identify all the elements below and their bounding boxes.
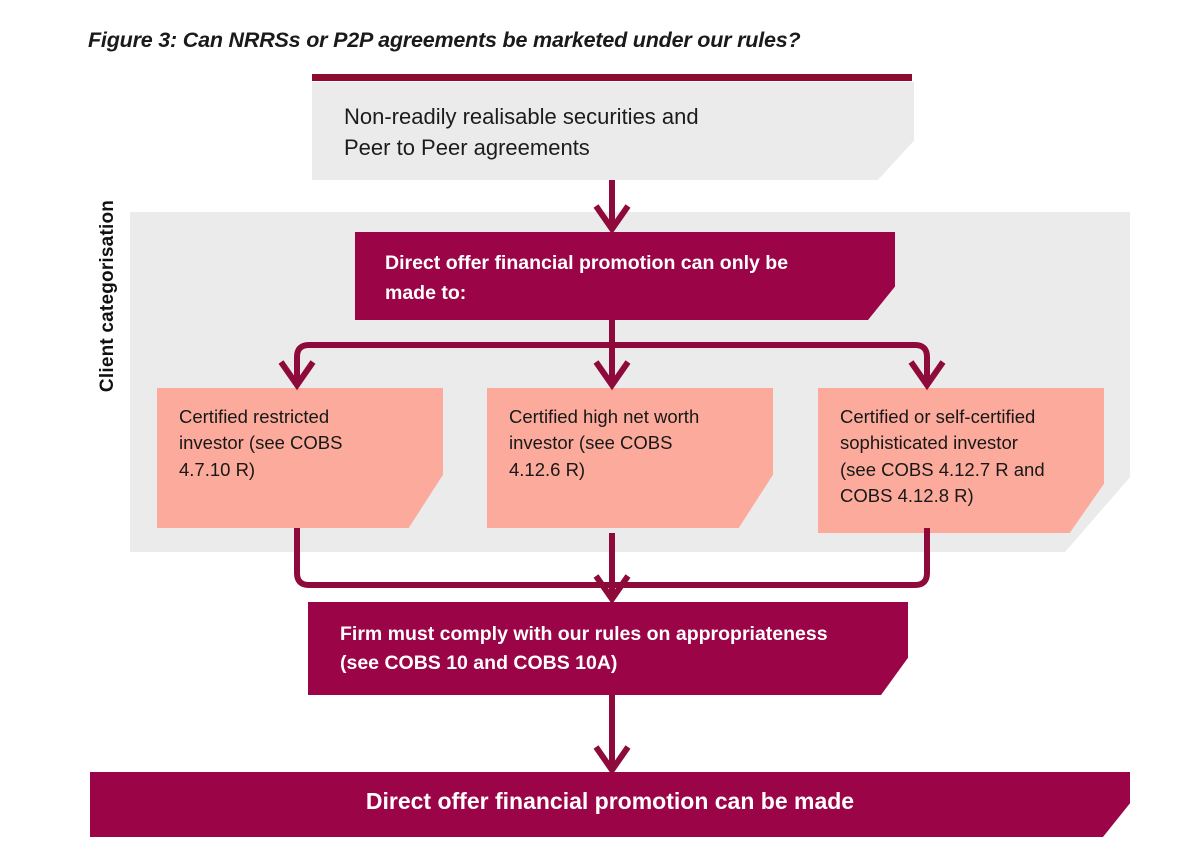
node-direct-offer-line1: Direct offer financial promotion can onl… xyxy=(385,252,789,274)
node-appropriateness-rules: Firm must comply with our rules on appro… xyxy=(308,602,908,695)
node-option-3-line2: sophisticated investor xyxy=(840,432,1018,454)
node-option-1-line3: 4.7.10 R) xyxy=(179,458,256,480)
figure-title: Figure 3: Can NRRSs or P2P agreements be… xyxy=(88,28,801,52)
node-direct-offer-line2: made to: xyxy=(385,282,467,305)
client-categorisation-label: Client categorisation xyxy=(97,199,118,393)
node-final-text: Direct offer financial promotion can be … xyxy=(365,788,855,814)
node-option-3-line3: (see COBS 4.12.7 R and xyxy=(840,458,1045,480)
node-source-line1: Non-readily realisable securities and xyxy=(344,104,699,129)
node-option-2-line3: 4.12.6 R) xyxy=(509,458,586,480)
node-final-outcome: Direct offer financial promotion can be … xyxy=(90,772,1130,837)
node-source-line2: Peer to Peer agreements xyxy=(344,135,590,161)
node-option-certified-restricted-investor: Certified restricted investor (see COBS … xyxy=(157,388,443,528)
node-option-2-line1: Certified high net worth xyxy=(509,406,700,427)
node-comply-line2: (see COBS 10 and COBS 10A) xyxy=(340,652,618,675)
top-accent-rule xyxy=(312,74,912,81)
node-option-1-line1: Certified restricted xyxy=(179,406,330,427)
node-option-3-line1: Certified or self-certified xyxy=(840,406,1036,427)
node-option-1-line2: investor (see COBS xyxy=(179,432,343,454)
node-option-3-line4: COBS 4.12.8 R) xyxy=(840,484,974,506)
node-option-2-line2: investor (see COBS xyxy=(509,432,673,454)
arrow-appropriateness-to-final xyxy=(593,695,631,776)
node-source: Non-readily realisable securities and Pe… xyxy=(312,82,914,180)
node-direct-offer: Direct offer financial promotion can onl… xyxy=(355,232,895,320)
node-option-sophisticated-investor: Certified or self-certified sophisticate… xyxy=(818,388,1104,533)
node-option-certified-high-net-worth-investor: Certified high net worth investor (see C… xyxy=(487,388,773,528)
node-comply-line1: Firm must comply with our rules on appro… xyxy=(340,623,828,645)
